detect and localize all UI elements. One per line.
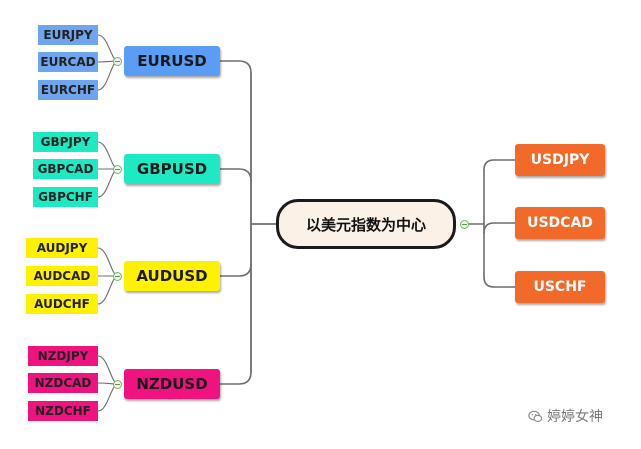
branch-node-audusd[interactable]: AUDUSD	[124, 261, 220, 291]
branch-node-eurusd[interactable]: EURUSD	[124, 46, 220, 76]
leaf-node-eurchf[interactable]: EURCHF	[38, 80, 98, 100]
collapse-toggle-icon[interactable]	[460, 219, 469, 229]
collapse-toggle-icon[interactable]	[112, 56, 122, 66]
leaf-node-nzdcad[interactable]: NZDCAD	[28, 373, 98, 393]
central-topic[interactable]: 以美元指数为中心	[276, 199, 456, 249]
leaf-node-nzdjpy[interactable]: NZDJPY	[28, 346, 98, 366]
branch-node-nzdusd[interactable]: NZDUSD	[124, 369, 220, 399]
wechat-bubble-icon	[528, 410, 543, 422]
leaf-node-eurjpy[interactable]: EURJPY	[38, 25, 98, 45]
branch-node-gbpusd[interactable]: GBPUSD	[124, 154, 220, 184]
collapse-toggle-icon[interactable]	[112, 164, 122, 174]
leaf-node-eurcad[interactable]: EURCAD	[38, 52, 98, 72]
leaf-node-audjpy[interactable]: AUDJPY	[26, 238, 98, 258]
leaf-node-nzdchf[interactable]: NZDCHF	[28, 401, 98, 421]
leaf-node-audchf[interactable]: AUDCHF	[26, 294, 98, 314]
collapse-toggle-icon[interactable]	[112, 271, 122, 281]
branch-node-uschf[interactable]: USCHF	[515, 271, 605, 303]
branch-node-usdcad[interactable]: USDCAD	[515, 207, 605, 239]
watermark-text: 婷婷女神	[547, 409, 603, 425]
watermark: 婷婷女神	[528, 406, 603, 426]
leaf-node-audcad[interactable]: AUDCAD	[26, 266, 98, 286]
branch-node-usdjpy[interactable]: USDJPY	[515, 144, 605, 176]
leaf-node-gbpchf[interactable]: GBPCHF	[33, 187, 98, 207]
leaf-node-gbpcad[interactable]: GBPCAD	[33, 159, 98, 179]
leaf-node-gbpjpy[interactable]: GBPJPY	[33, 132, 98, 152]
collapse-toggle-icon[interactable]	[112, 379, 122, 389]
